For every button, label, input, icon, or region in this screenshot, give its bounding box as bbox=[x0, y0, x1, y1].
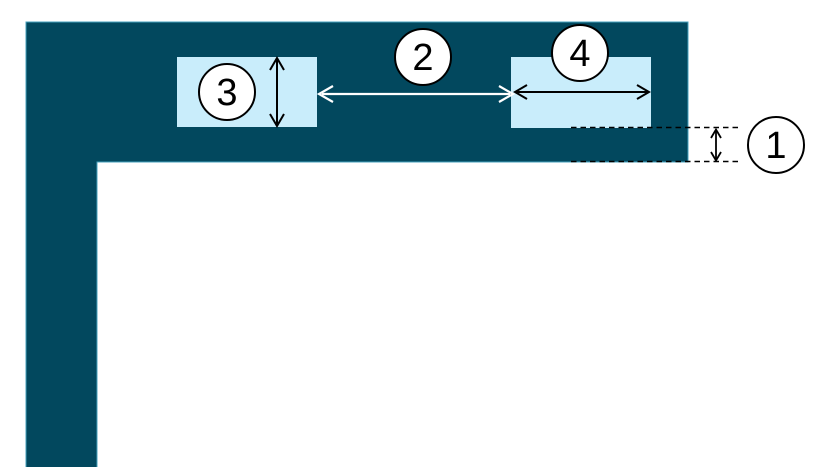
callout-1-label: 1 bbox=[765, 125, 786, 167]
l-shaped-panel bbox=[25, 21, 689, 467]
callout-2-label: 2 bbox=[412, 37, 433, 79]
callout-4-circle bbox=[551, 24, 609, 82]
callout-2-circle bbox=[394, 28, 452, 86]
callout-4-label: 4 bbox=[569, 33, 590, 75]
measure-arrow-3 bbox=[269, 56, 285, 128]
callout-3-label: 3 bbox=[216, 72, 237, 114]
measure-arrow-4 bbox=[513, 84, 651, 100]
callout-1-circle bbox=[747, 116, 805, 174]
callout-3-circle bbox=[198, 63, 256, 121]
measure-arrow-1 bbox=[710, 127, 722, 163]
measure-arrow-2 bbox=[316, 85, 516, 103]
